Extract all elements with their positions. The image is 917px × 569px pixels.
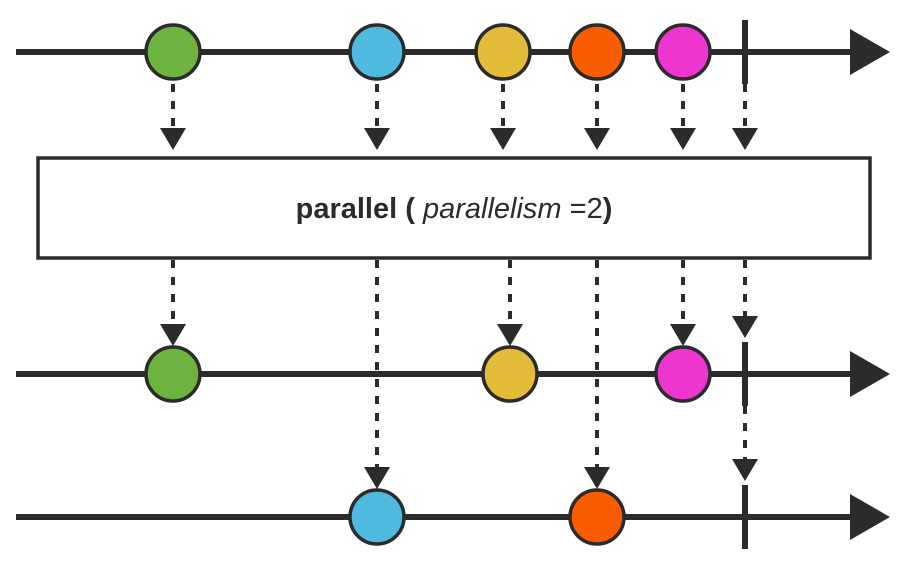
source-timeline-green-marble[interactable]	[144, 23, 202, 81]
parallel-rail-2-timeline	[16, 485, 890, 549]
source-timeline-arrowhead	[850, 29, 890, 75]
operator-open-paren: (	[405, 193, 415, 225]
dashed-arrow-complete-out-rail2-head	[732, 459, 758, 481]
operator-equals: =	[570, 193, 587, 225]
operator-arg-name: parallelism	[422, 193, 562, 225]
operator-box[interactable]: parallel ( parallelism =2)	[36, 156, 872, 260]
parallel-rail-2-timeline-orange-marble[interactable]	[568, 488, 626, 546]
parallel-rail-1-timeline-magenta-marble[interactable]	[654, 345, 712, 403]
source-timeline-blue-marble[interactable]	[348, 23, 406, 81]
operator-arg-value: 2	[587, 193, 603, 225]
dashed-arrow-blue-in-head	[364, 128, 390, 150]
parallel-rail-1-timeline	[16, 342, 890, 406]
operator-label: parallel ( parallelism =2)	[296, 193, 613, 225]
source-timeline-orange-marble[interactable]	[568, 23, 626, 81]
dashed-arrow-yellow-in-head	[490, 128, 516, 150]
source-timeline-magenta-marble[interactable]	[654, 23, 712, 81]
dashed-arrow-magenta-out-head	[670, 324, 696, 346]
operator-name-text: parallel	[296, 193, 398, 225]
dashed-arrow-yellow-out-head	[497, 324, 523, 346]
dashed-arrow-orange-out-head	[584, 467, 610, 489]
parallel-rail-2-timeline-arrowhead	[850, 494, 890, 540]
parallel-rail-1-timeline-arrowhead	[850, 351, 890, 397]
dashed-arrow-complete-out-rail1-head	[732, 316, 758, 338]
source-timeline-yellow-marble[interactable]	[474, 23, 532, 81]
operator-close-paren: )	[603, 193, 613, 225]
dashed-arrow-green-in-head	[160, 128, 186, 150]
dashed-arrows-out-of-operator-group	[160, 260, 758, 489]
timelines-group	[16, 20, 890, 549]
dashed-arrow-orange-in-head	[584, 128, 610, 150]
operator-box-rect[interactable]	[36, 156, 872, 260]
dashed-arrow-complete-in-head	[732, 128, 758, 150]
parallel-rail-2-timeline-blue-marble[interactable]	[348, 488, 406, 546]
dashed-arrow-blue-out-head	[364, 467, 390, 489]
source-timeline	[16, 20, 890, 84]
parallel-rail-1-timeline-yellow-marble[interactable]	[481, 345, 539, 403]
dashed-arrows-into-operator-group	[160, 84, 758, 150]
parallel-rail-1-timeline-green-marble[interactable]	[144, 345, 202, 403]
dashed-arrow-magenta-in-head	[670, 128, 696, 150]
dashed-arrow-green-out-head	[160, 324, 186, 346]
